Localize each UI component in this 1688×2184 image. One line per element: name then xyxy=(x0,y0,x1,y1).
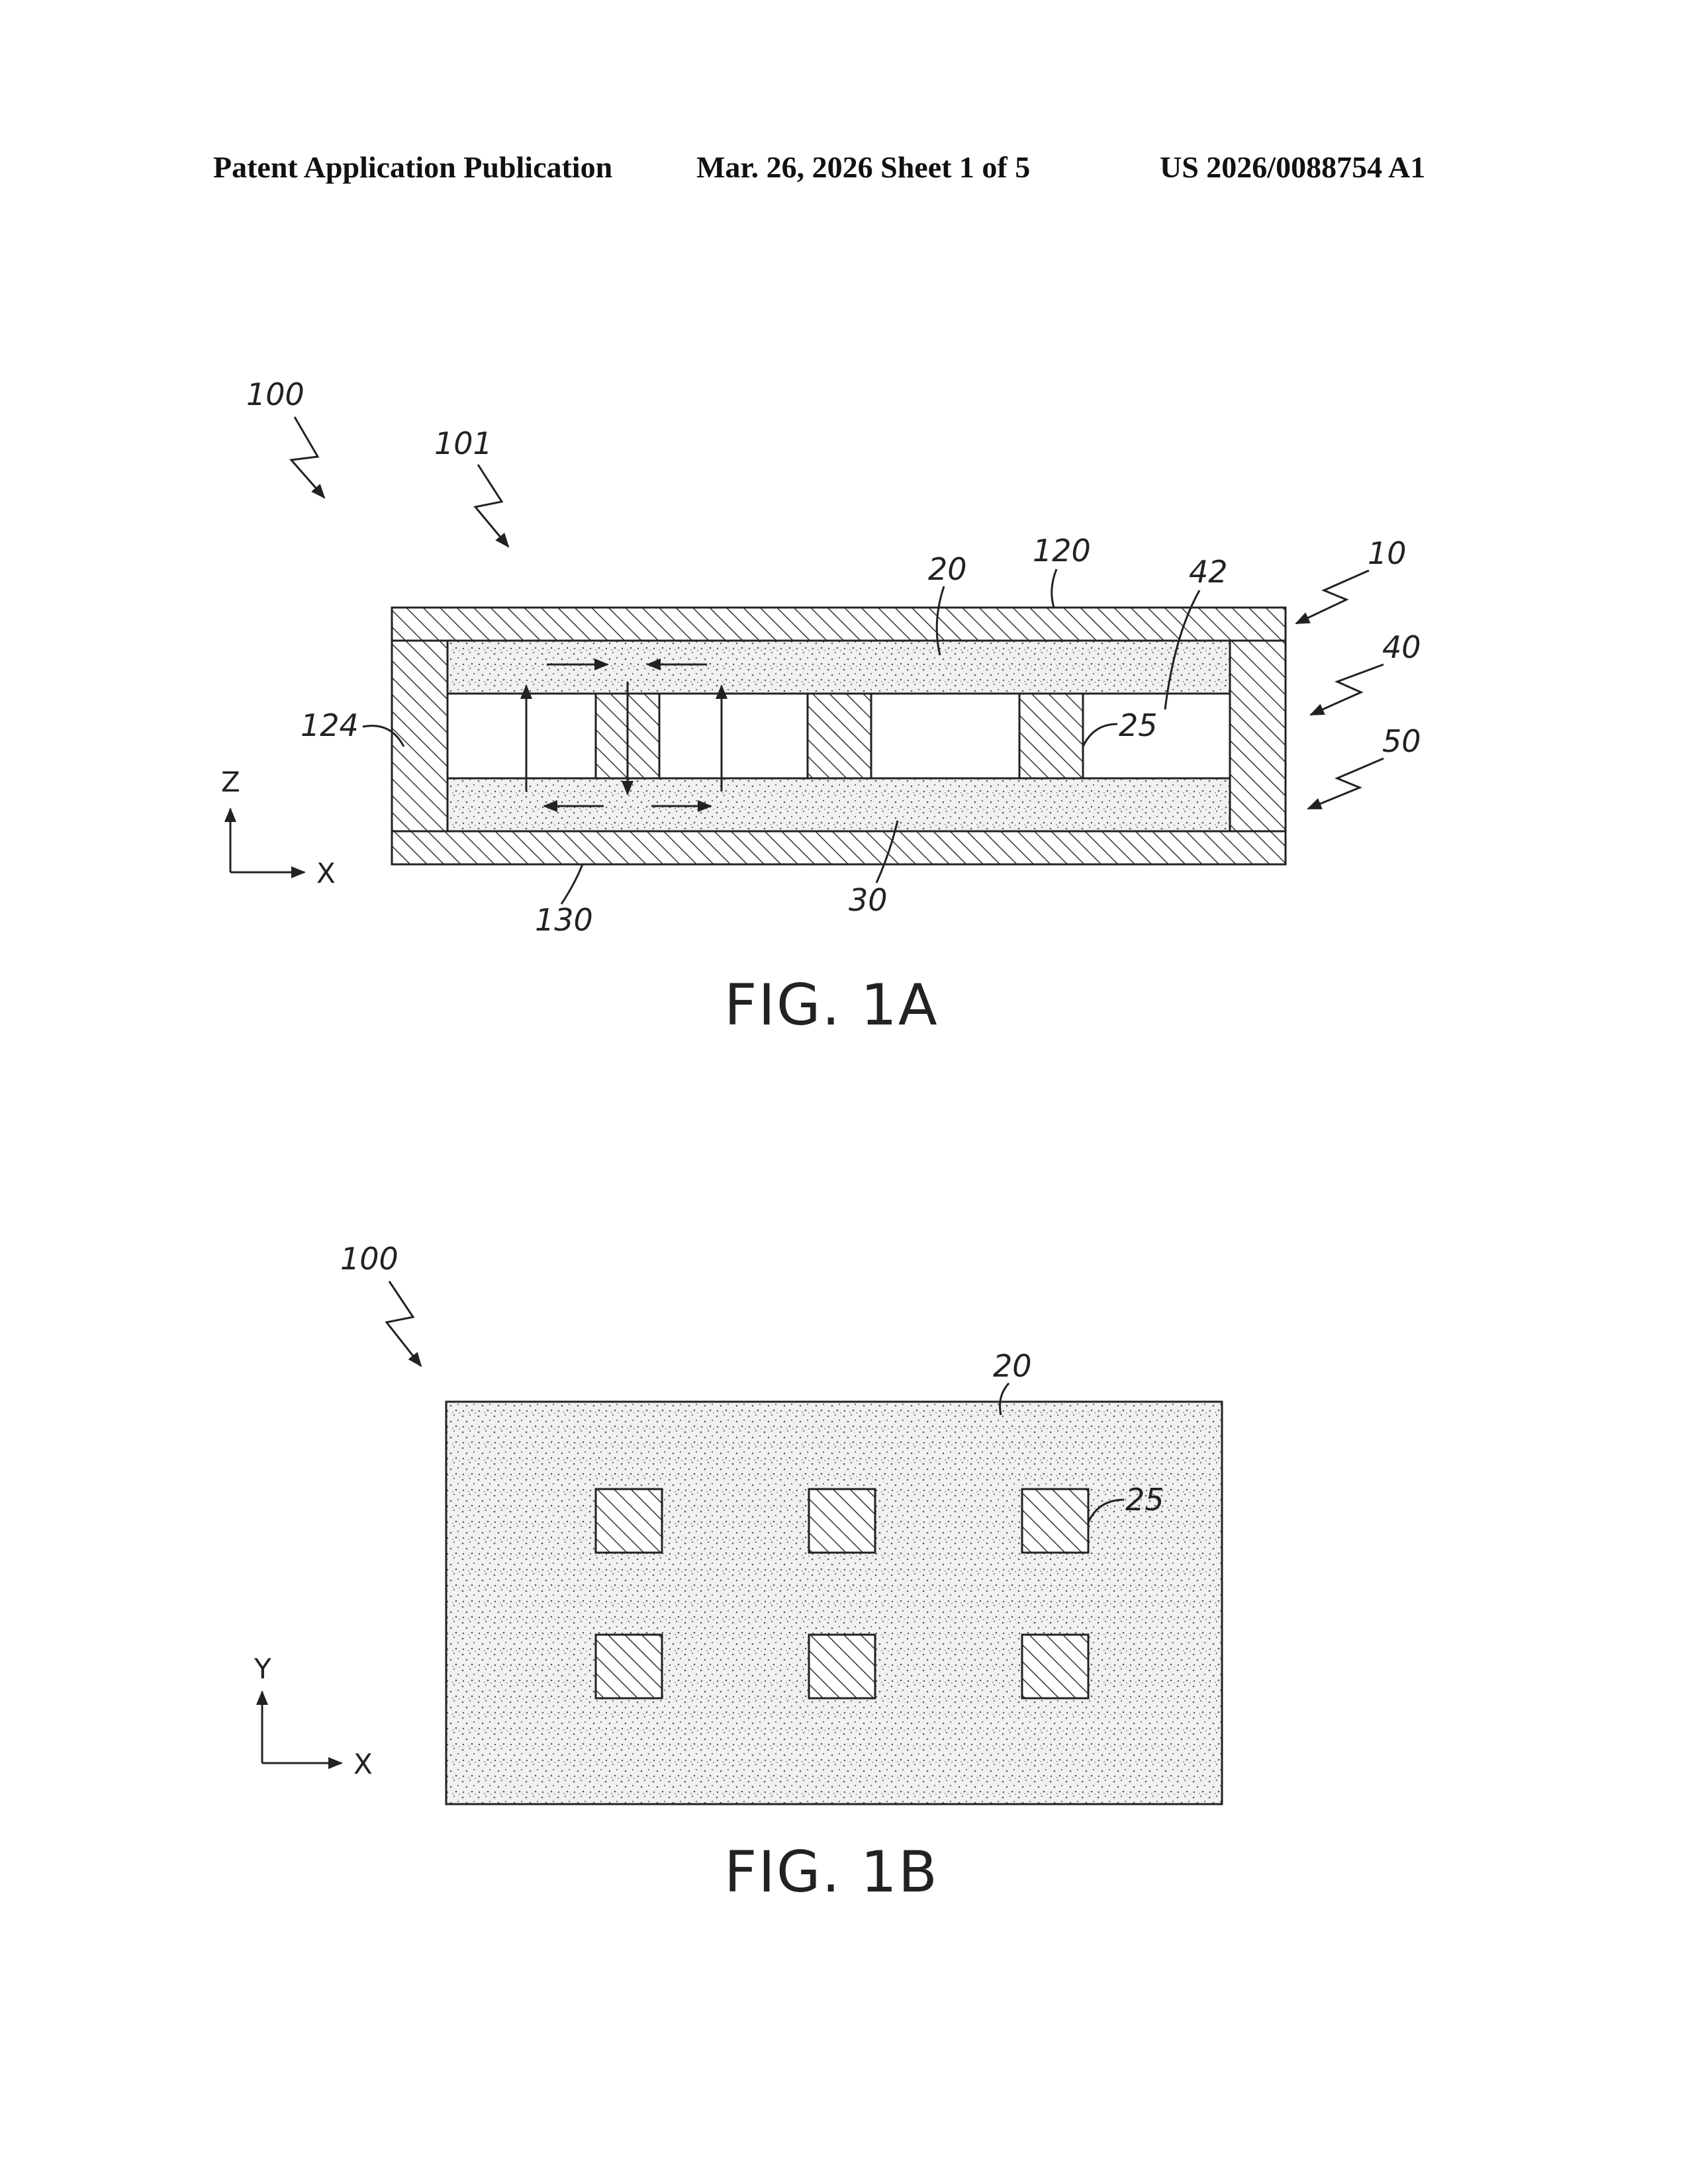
axis-label-y: Y xyxy=(254,1653,271,1685)
ref-label-25: 25 xyxy=(1125,1482,1164,1518)
ref-label-25: 25 xyxy=(1119,707,1158,743)
ref-leader-130 xyxy=(561,864,583,904)
ref-label-100: 100 xyxy=(246,377,305,412)
upper-layer-20 xyxy=(447,641,1230,694)
ref-label-42: 42 xyxy=(1189,554,1228,590)
pillar-25 xyxy=(1019,694,1083,778)
ref-squiggle-50 xyxy=(1308,758,1383,809)
ref-label-101: 101 xyxy=(434,426,492,461)
ref-label-100: 100 xyxy=(340,1241,399,1277)
left-wall-124 xyxy=(392,641,447,831)
bottom-plate-130 xyxy=(392,831,1286,864)
ref-squiggle-100 xyxy=(387,1281,421,1366)
pillar-25 xyxy=(808,694,871,778)
fig-1b-caption: FIG. 1B xyxy=(724,1839,939,1905)
ref-label-30: 30 xyxy=(849,882,888,918)
pillar-25 xyxy=(596,1489,662,1553)
ref-leader-120 xyxy=(1052,569,1056,608)
ref-label-20: 20 xyxy=(993,1348,1032,1384)
ref-squiggle-10 xyxy=(1296,570,1369,623)
fig-1b: 100 20 25 Y X FIG. 1B xyxy=(254,1241,1222,1905)
top-view-layer-20 xyxy=(446,1402,1222,1804)
axis-label-x: X xyxy=(316,857,336,889)
ref-label-40: 40 xyxy=(1382,629,1421,665)
ref-label-20: 20 xyxy=(928,551,967,587)
pillar-25 xyxy=(809,1635,875,1698)
right-wall xyxy=(1230,641,1286,831)
pillar-25 xyxy=(596,1635,662,1698)
ref-label-50: 50 xyxy=(1382,723,1421,759)
pillar-25 xyxy=(1022,1635,1088,1698)
ref-label-10: 10 xyxy=(1368,535,1407,571)
ref-squiggle-101 xyxy=(475,465,508,547)
fig-1a-caption: FIG. 1A xyxy=(724,972,939,1038)
lower-layer-30 xyxy=(447,778,1230,831)
ref-label-124: 124 xyxy=(301,707,359,743)
pillar-25 xyxy=(809,1489,875,1553)
ref-squiggle-40 xyxy=(1311,664,1383,715)
axis-label-x: X xyxy=(353,1748,373,1780)
pillar-25 xyxy=(1022,1489,1088,1553)
ref-label-120: 120 xyxy=(1033,533,1091,569)
top-plate-120 xyxy=(392,608,1286,641)
ref-squiggle-100 xyxy=(291,417,324,498)
fig-1a: 100 101 10 120 20 42 40 124 25 50 130 30 xyxy=(221,377,1421,1038)
axis-label-z: Z xyxy=(221,766,240,798)
ref-label-130: 130 xyxy=(535,902,593,938)
